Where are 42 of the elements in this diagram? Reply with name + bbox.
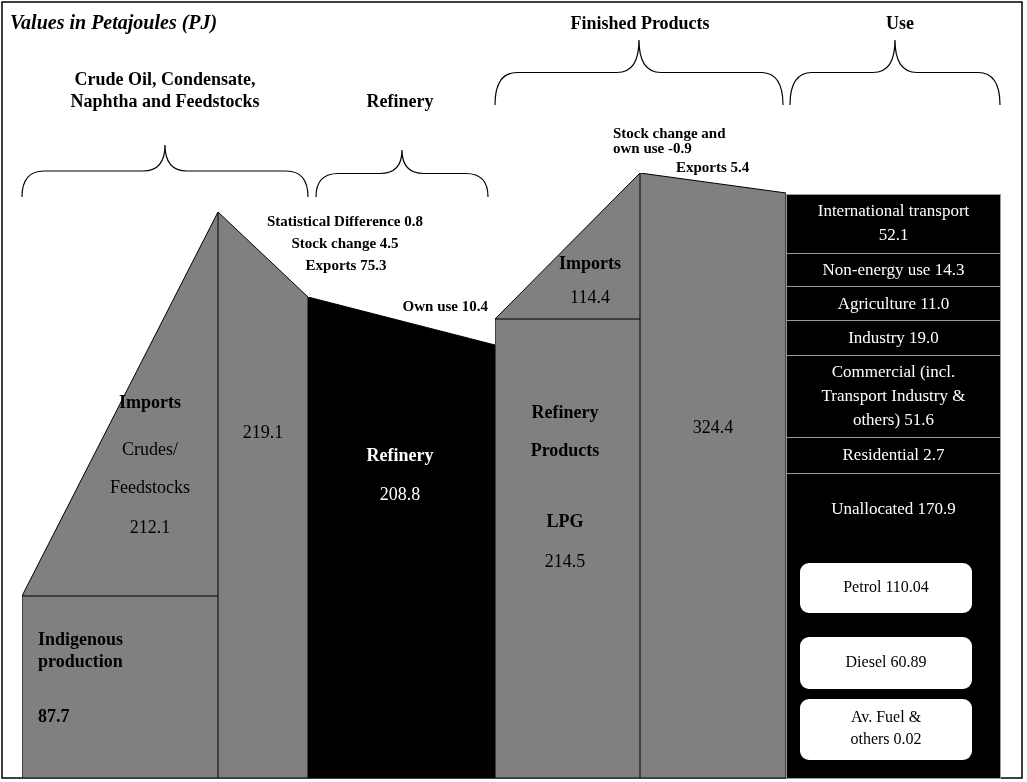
- block-title: Imports: [118, 391, 182, 413]
- category-row: Agriculture 11.0: [787, 287, 1000, 320]
- value-label: 214.5: [543, 550, 587, 572]
- node-label: International transport 52.1: [817, 201, 970, 244]
- block-title: Refinery Products: [529, 401, 601, 462]
- fuel-box: Petrol 110.04: [800, 563, 972, 613]
- value-label: 87.7: [38, 705, 71, 727]
- fuel-box: Diesel 60.89: [800, 637, 972, 689]
- flow-annotation: Statistical Difference 0.8: [266, 212, 424, 231]
- value-label: 208.8: [378, 483, 422, 505]
- value-label: 324.4: [691, 416, 735, 438]
- flow-annotation: Exports 75.3: [304, 256, 388, 275]
- category-panel: [787, 474, 1000, 778]
- section-heading: Use: [885, 12, 915, 34]
- flow-annotation: Own use 10.4: [401, 297, 488, 316]
- block-title: Imports: [558, 252, 622, 274]
- section-heading: Finished Products: [569, 12, 711, 34]
- value-label: Crudes/ Feedstocks: [109, 438, 191, 499]
- category-row: Residential 2.7: [787, 438, 1000, 473]
- category-row: Non-energy use 14.3: [787, 254, 1000, 286]
- block-title: Refinery: [365, 444, 435, 466]
- flow-annotation: Stock change 4.5: [290, 234, 400, 253]
- category-row: Industry 19.0: [787, 321, 1000, 355]
- category-row: International transport 52.1: [787, 195, 1000, 253]
- node-label: Industry 19.0: [848, 328, 939, 347]
- fuel-box: Av. Fuel & others 0.02: [800, 699, 972, 760]
- section-heading: Crude Oil, Condensate, Naphtha and Feedstocks: [69, 68, 261, 112]
- node-label: Residential 2.7: [842, 445, 945, 464]
- block-title: Indigenous production: [38, 628, 125, 672]
- category-label: Unallocated 170.9: [830, 498, 957, 520]
- flow-annotation: Exports 5.4: [676, 158, 751, 177]
- node-label: Agriculture 11.0: [837, 294, 950, 313]
- node-label: Non-energy use 14.3: [822, 260, 965, 279]
- unit-note: Values in Petajoules (PJ): [10, 10, 219, 34]
- node-label: Commercial (incl. Transport Industry & others) 51.6: [821, 362, 966, 429]
- value-label: 212.1: [128, 516, 172, 538]
- section-heading: Refinery: [365, 90, 435, 112]
- flow-annotation: Stock change and own use -0.9: [613, 126, 727, 156]
- value-label: LPG: [545, 510, 585, 532]
- value-label: 219.1: [241, 421, 285, 443]
- value-label: 114.4: [569, 286, 611, 308]
- category-row: Commercial (incl. Transport Industry & others) 51.6: [787, 356, 1000, 437]
